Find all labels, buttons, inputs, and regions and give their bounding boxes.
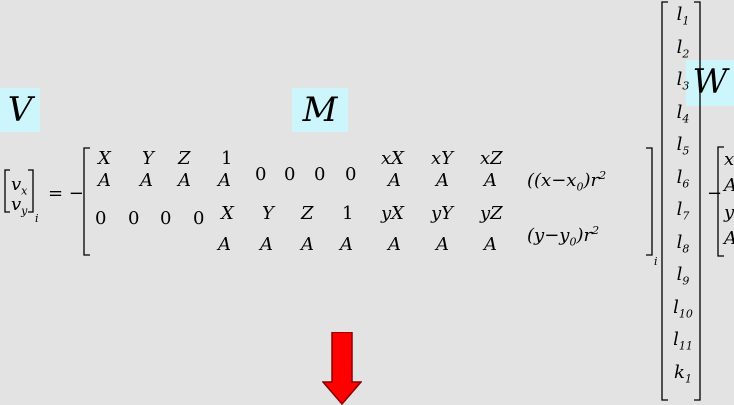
w-vector-x: x: [724, 149, 734, 170]
equals-sign: = −: [48, 183, 84, 204]
m-r1-num-4: 1: [221, 148, 233, 169]
m-r1-den-2: A: [140, 170, 153, 191]
l-vector-item: l2: [676, 36, 690, 61]
m-r1-num-2: Y: [142, 148, 154, 169]
m-r2-den-5: A: [388, 234, 401, 255]
l-vector-item: l7: [676, 199, 690, 223]
m-zero-bottom-1: 0: [95, 208, 107, 229]
l-vector-item: l5: [676, 134, 690, 158]
m-r1-right-den-3: A: [484, 170, 497, 191]
m-r1-right-num-1: xX: [381, 148, 404, 169]
l-vector-item: l10: [673, 296, 693, 321]
down-arrow-icon: [322, 332, 362, 405]
m-r1-right-num-3: xZ: [480, 148, 503, 169]
m-r2-den-2: A: [260, 234, 273, 255]
m-r1-den-3: A: [178, 170, 191, 191]
m-r2-den-7: A: [484, 234, 497, 255]
l-vector-item: l1: [676, 4, 690, 28]
m-r2-num-3: Z: [301, 203, 314, 224]
l-vector-item: l3: [676, 69, 690, 93]
m-r1-den-1: A: [98, 170, 111, 191]
m-r1-right-den-2: A: [436, 170, 449, 191]
m-zero-top-3: 0: [314, 164, 326, 185]
m-r1-right-den-1: A: [388, 170, 401, 191]
m-zero-bottom-3: 0: [160, 208, 172, 229]
l-vector-item: k1: [674, 361, 692, 386]
l-vector-item: l8: [676, 231, 690, 256]
m-zero-bottom-4: 0: [193, 208, 205, 229]
l-vector-item: l9: [676, 264, 690, 288]
m-zero-bottom-2: 0: [128, 208, 140, 229]
m-zero-top-2: 0: [284, 164, 296, 185]
m-r2-num-5: yX: [381, 203, 404, 224]
m-r2-den-4: A: [340, 234, 353, 255]
m-r2-den-3: A: [301, 234, 314, 255]
w-vector-a2: A: [724, 230, 734, 248]
l-vector-item: l4: [676, 101, 690, 126]
v-vector-x: vx: [11, 174, 28, 198]
w-vector-y: y: [724, 202, 734, 223]
m-r2-num-4: 1: [342, 203, 354, 224]
m-r1-num-3: Z: [178, 148, 191, 169]
m-r2-den-1: A: [218, 234, 231, 255]
m-r2-num-7: yZ: [480, 203, 503, 224]
v-vector-sub: i: [35, 212, 39, 225]
w-vector-a1: A: [724, 177, 734, 195]
m-zero-top-1: 0: [255, 164, 267, 185]
label-w: W: [686, 60, 734, 106]
m-r1-right-num-2: xY: [431, 148, 454, 169]
m-r2-den-6: A: [436, 234, 449, 255]
m-zero-top-4: 0: [345, 164, 357, 185]
m-r2-num-1: X: [221, 203, 234, 224]
label-m: M: [292, 88, 348, 132]
m-r1-num-1: X: [98, 148, 111, 169]
m-dist-2: (y−y0)r2: [527, 224, 600, 249]
label-v: V: [0, 88, 40, 132]
m-r2-num-6: yY: [431, 203, 454, 224]
l-vector-item: l6: [676, 166, 690, 191]
m-dist-1: ((x−x0)r2: [527, 169, 607, 194]
l-vector-item: l11: [673, 329, 693, 353]
v-vector-y: vy: [11, 194, 28, 218]
m-r2-num-2: Y: [262, 203, 274, 224]
m-r1-den-4: A: [218, 170, 231, 191]
m-matrix-sub: i: [654, 255, 658, 268]
